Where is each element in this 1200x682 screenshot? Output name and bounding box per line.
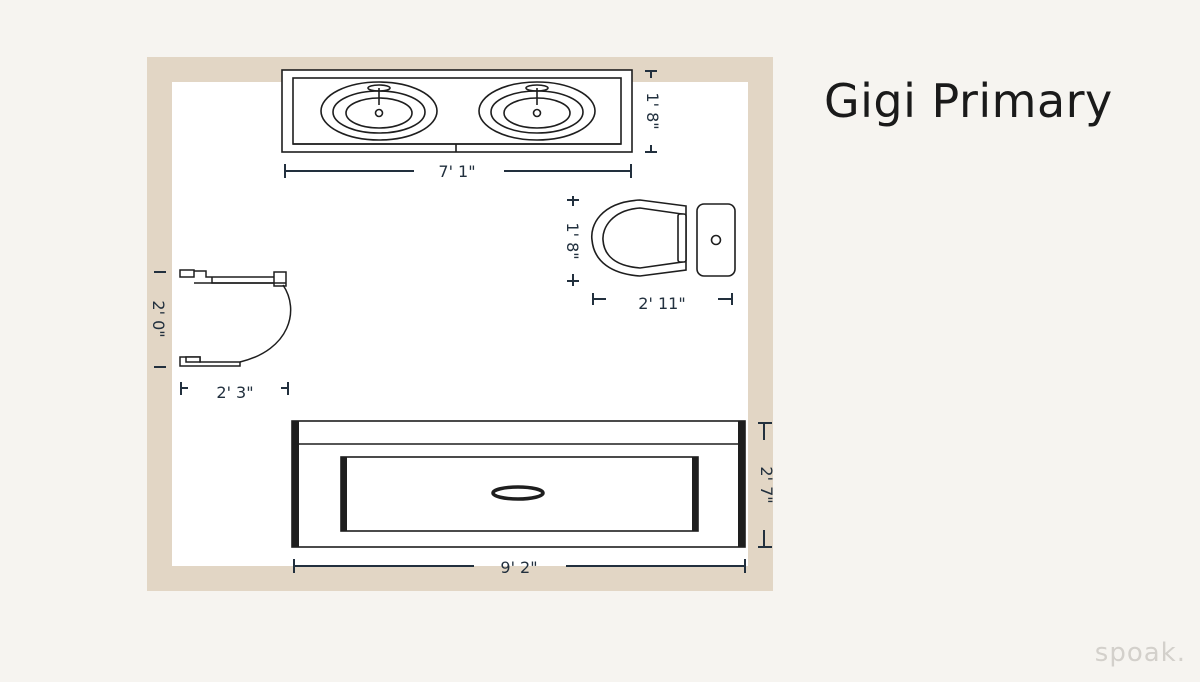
dim-shower-width-line xyxy=(180,382,289,395)
dim-tub-depth-line xyxy=(758,422,772,548)
double-vanity[interactable] xyxy=(281,69,633,153)
dim-toilet-width-line xyxy=(592,293,733,305)
drain-icon xyxy=(491,485,545,501)
dim-toilet-depth-line xyxy=(567,196,579,286)
dim-tub-depth-label: 2' 7" xyxy=(757,466,776,503)
dim-tub-width-line xyxy=(293,559,746,573)
dim-tub-width-label: 9' 2" xyxy=(500,558,537,577)
dim-vanity-depth-line xyxy=(645,70,657,153)
toilet[interactable] xyxy=(591,199,736,277)
page-title: Gigi Primary xyxy=(824,74,1113,128)
spoak-logo: spoak. xyxy=(1094,638,1186,668)
dim-shower-depth-label: 2' 0" xyxy=(149,300,168,337)
dim-shower-depth-line xyxy=(154,271,166,368)
dim-vanity-width-line xyxy=(284,164,632,178)
dim-vanity-width-label: 7' 1" xyxy=(438,162,475,181)
shower-door[interactable] xyxy=(179,269,292,367)
left-sink xyxy=(320,81,438,141)
dim-vanity-depth-label: 1' 8" xyxy=(643,92,662,129)
dim-shower-width-label: 2' 3" xyxy=(216,383,253,402)
dim-toilet-width-label: 2' 11" xyxy=(638,294,685,313)
bathtub[interactable] xyxy=(291,420,746,548)
dim-toilet-depth-label: 1' 8" xyxy=(563,222,582,259)
right-sink xyxy=(478,81,596,141)
